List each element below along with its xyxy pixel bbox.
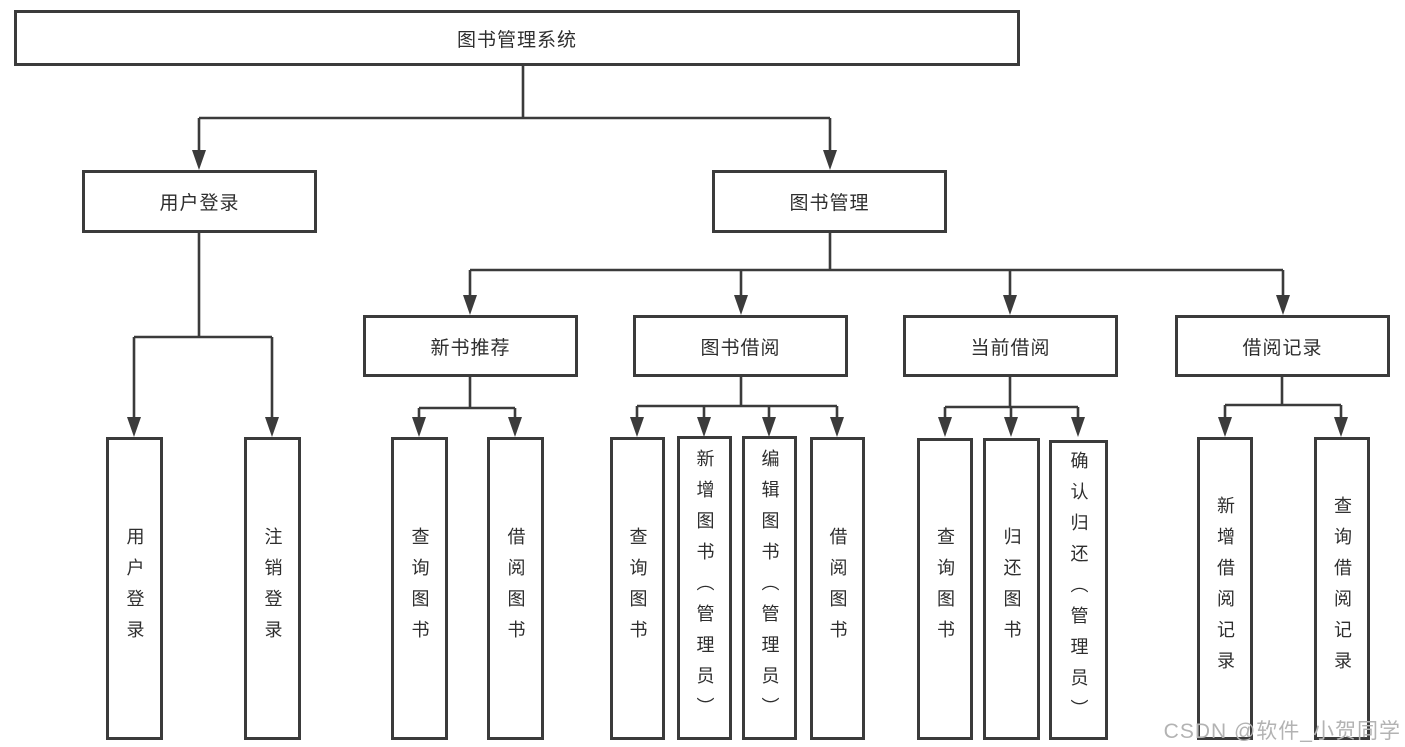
- node-label: 图书管理系统: [456, 29, 577, 51]
- node-book-management: 图书管理: [712, 170, 947, 233]
- node-label: 借阅图书: [505, 526, 526, 651]
- node-label: 借阅记录: [1242, 337, 1323, 359]
- leaf-borrow-books: 借阅图书: [810, 437, 865, 740]
- node-new-book-recommend: 新书推荐: [363, 315, 578, 377]
- leaf-add-books-admin: 新增图书（管理员）: [677, 436, 732, 740]
- leaf-add-borrow-record: 新增借阅记录: [1197, 437, 1253, 740]
- node-label: 图书借阅: [700, 337, 781, 359]
- node-label: 查询图书: [627, 526, 648, 651]
- node-library-management-system: 图书管理系统: [14, 10, 1020, 66]
- node-label: 图书管理: [789, 193, 870, 214]
- node-label: 新增图书（管理员）: [694, 448, 715, 728]
- leaf-return-books: 归还图书: [983, 438, 1040, 740]
- leaf-confirm-return-admin: 确认归还（管理员）: [1049, 440, 1108, 740]
- node-label: 用户登录: [124, 526, 145, 651]
- node-label: 归还图书: [1001, 527, 1022, 651]
- node-book-borrow: 图书借阅: [633, 315, 848, 377]
- node-label: 用户登录: [159, 193, 240, 214]
- leaf-user-login: 用户登录: [106, 437, 163, 740]
- node-label: 借阅图书: [827, 526, 848, 651]
- node-borrow-record: 借阅记录: [1175, 315, 1390, 377]
- node-label: 当前借阅: [970, 337, 1051, 359]
- leaf-query-books-borrow: 查询图书: [610, 437, 665, 740]
- leaf-query-books-current: 查询图书: [917, 438, 973, 740]
- node-label: 查询借阅记录: [1332, 495, 1352, 682]
- leaf-borrow-books-recommend: 借阅图书: [487, 437, 544, 740]
- leaf-query-books-recommend: 查询图书: [391, 437, 448, 740]
- node-label: 编辑图书（管理员）: [759, 448, 780, 728]
- node-current-borrow: 当前借阅: [903, 315, 1118, 377]
- node-label: 新书推荐: [430, 337, 511, 359]
- node-label: 注销登录: [262, 526, 283, 651]
- node-label: 确认归还（管理员）: [1068, 450, 1089, 730]
- leaf-logout: 注销登录: [244, 437, 301, 740]
- leaf-query-borrow-record: 查询借阅记录: [1314, 437, 1370, 740]
- node-user-login: 用户登录: [82, 170, 317, 233]
- leaf-edit-books-admin: 编辑图书（管理员）: [742, 436, 797, 740]
- arrowhead-icons: [127, 150, 1348, 437]
- node-label: 新增借阅记录: [1215, 495, 1235, 682]
- node-label: 查询图书: [935, 527, 955, 651]
- node-label: 查询图书: [409, 526, 430, 651]
